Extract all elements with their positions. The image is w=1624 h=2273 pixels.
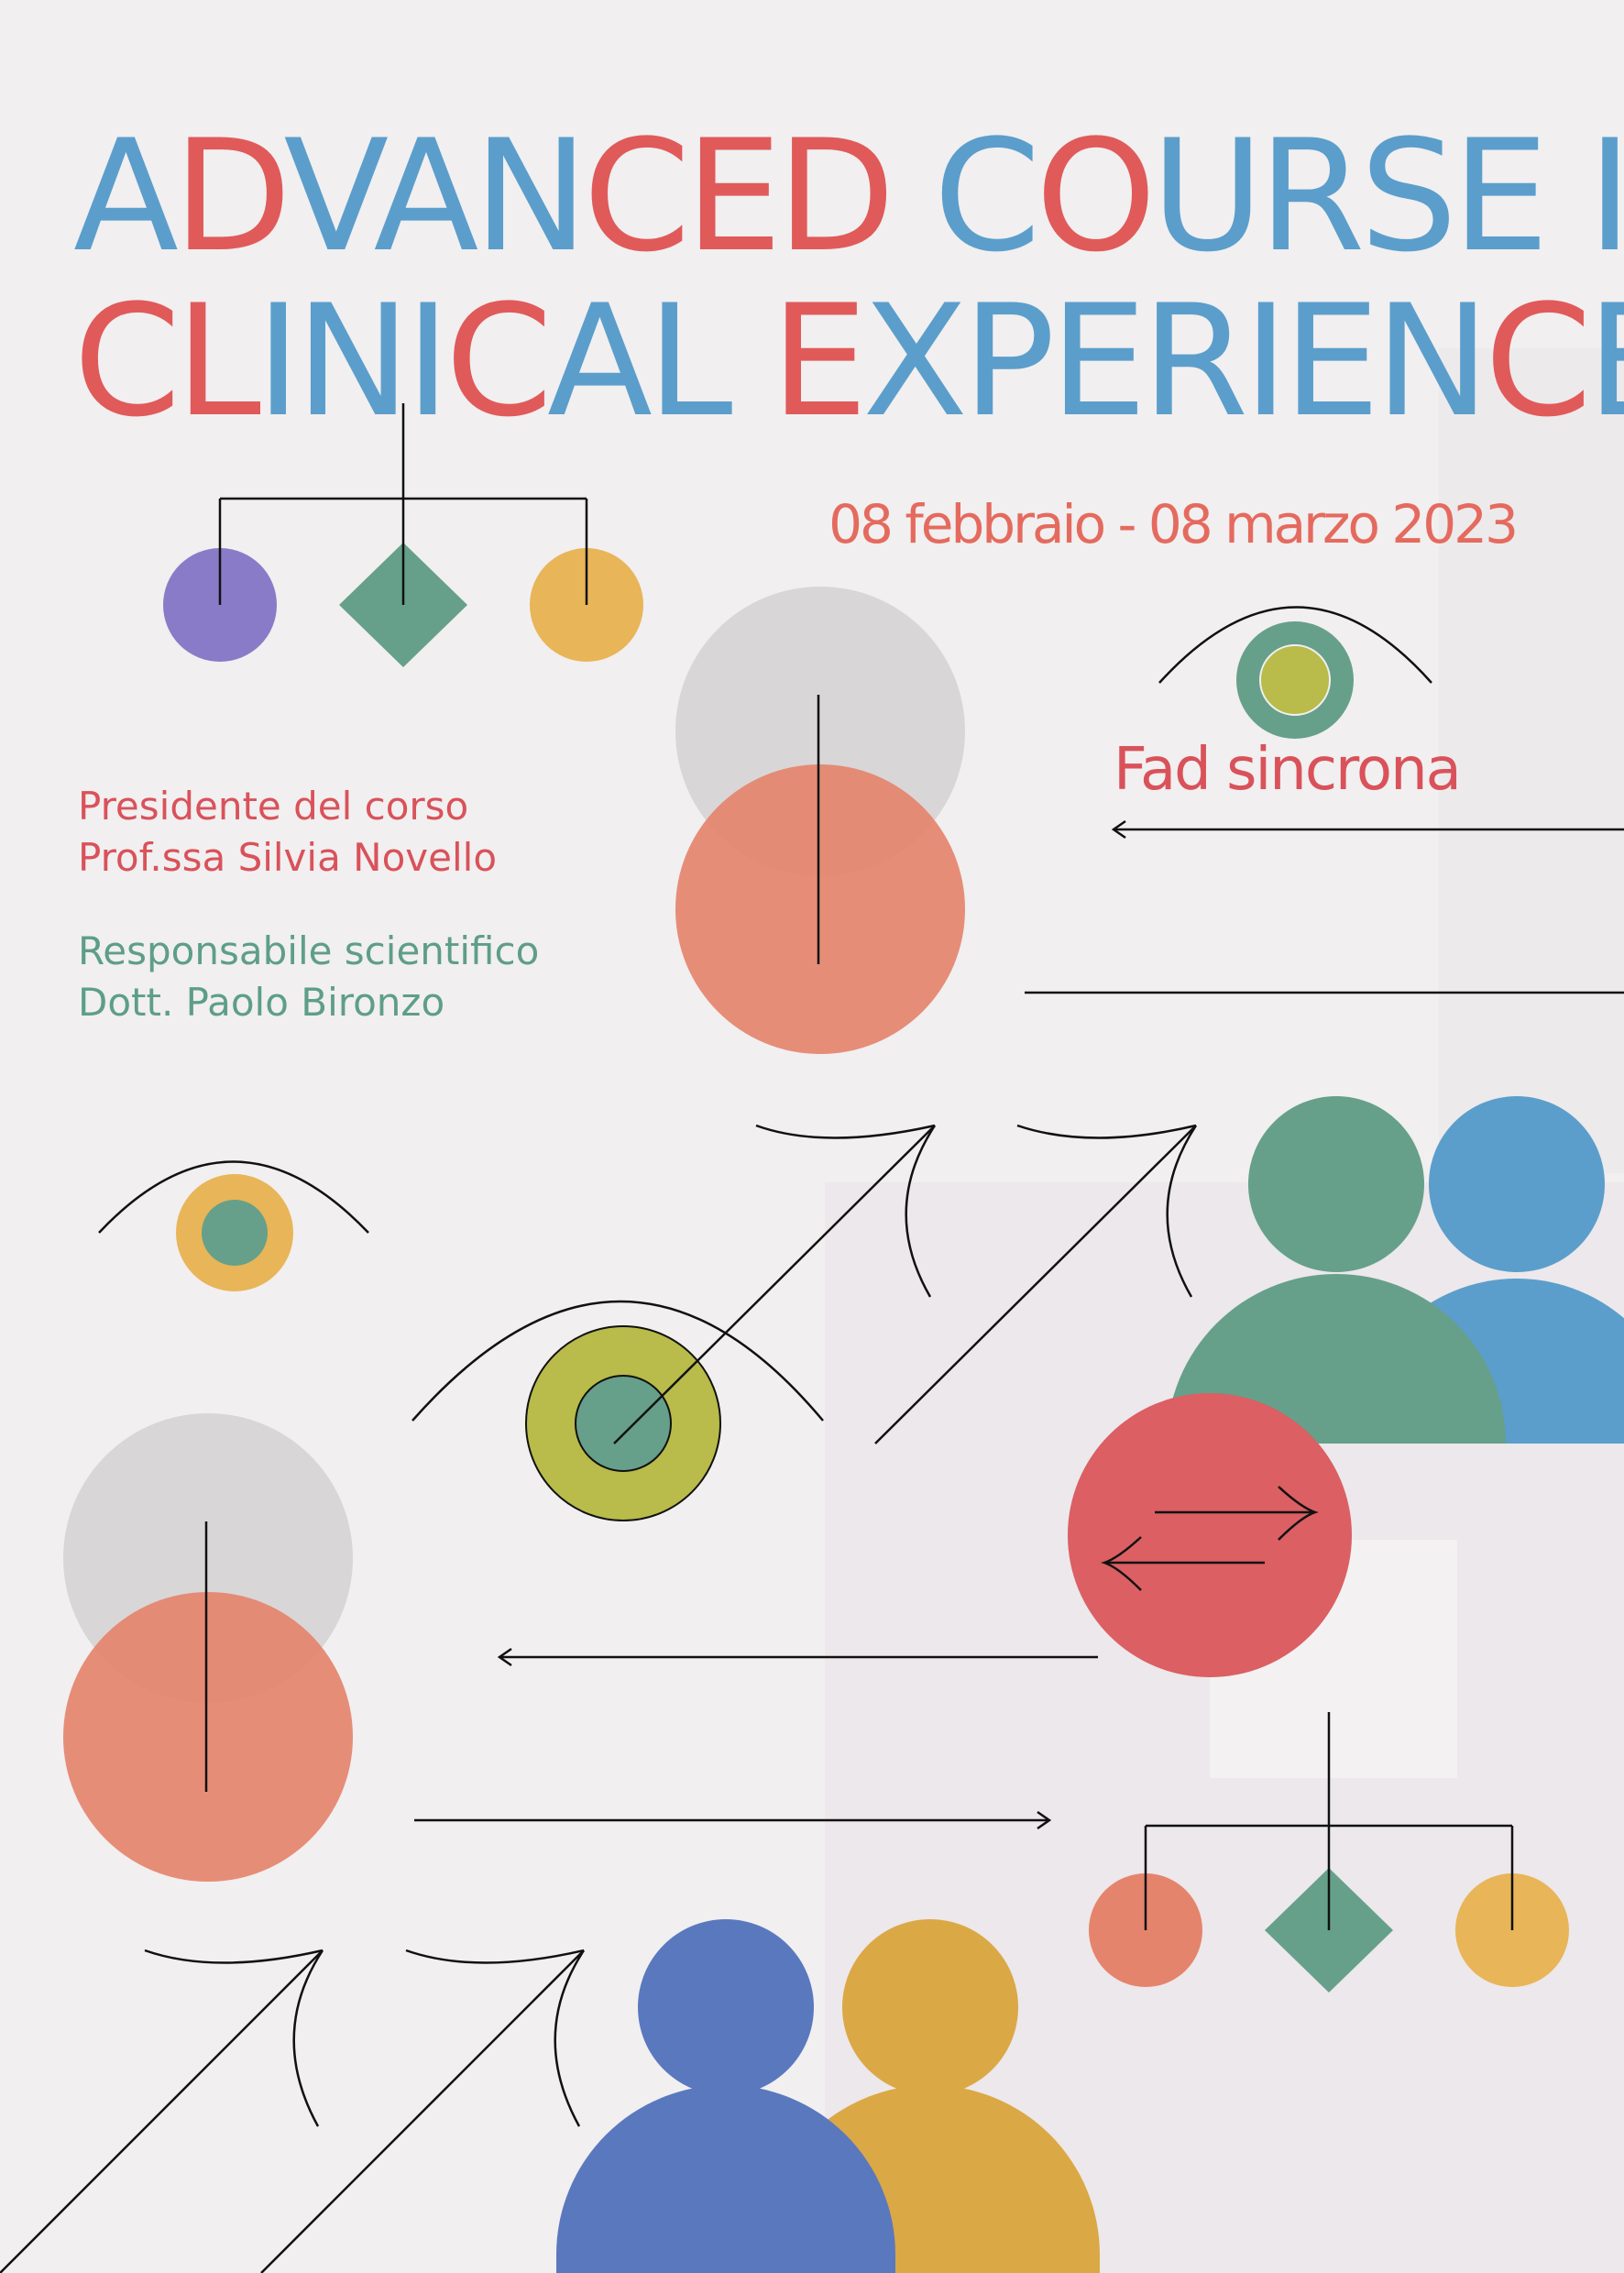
arrow-up-right-icon bbox=[874, 1124, 1198, 1444]
arrow-left-icon bbox=[1111, 819, 1624, 840]
hierarchy-diagram-bottom bbox=[1089, 1712, 1569, 1993]
arrow-up-right-icon bbox=[613, 1124, 937, 1444]
eye-icon bbox=[1158, 606, 1432, 739]
eye-icon bbox=[98, 1160, 369, 1291]
title-segment: C bbox=[889, 106, 1040, 286]
overlapping-circles-top bbox=[675, 587, 965, 1054]
title-segment: E bbox=[770, 271, 868, 451]
arrow-up-right-icon bbox=[0, 1949, 324, 2273]
president-name: Prof.ssa Silvia Novello bbox=[78, 835, 498, 880]
hierarchy-diagram-top bbox=[163, 403, 643, 667]
title-segment: URSE IN bbox=[1150, 106, 1624, 286]
scientific-role: Responsabile scientifico bbox=[78, 928, 540, 973]
coral-circle bbox=[675, 764, 965, 1054]
title-segment: C bbox=[444, 271, 553, 451]
title-segment: E bbox=[1586, 271, 1624, 451]
arrow-left-icon bbox=[497, 1647, 1098, 1667]
title-segment: CL bbox=[73, 271, 261, 451]
course-mode: Fad sincrona bbox=[1114, 736, 1462, 804]
course-dates: 08 febbraio - 08 marzo 2023 bbox=[828, 493, 1519, 555]
title-segment: INI bbox=[255, 271, 451, 451]
title-segment: A bbox=[73, 106, 179, 286]
title-line-2: CLINICAL EXPERIENCE bbox=[73, 284, 1624, 438]
exchange-circle bbox=[1068, 1393, 1352, 1677]
title-segment: VAN bbox=[283, 106, 588, 286]
scientific-block: Responsabile scientifico Dott. Paolo Bir… bbox=[78, 926, 539, 1028]
title-segment: XPERIEN bbox=[862, 271, 1490, 451]
title-segment: C bbox=[1484, 271, 1592, 451]
people-icon bbox=[556, 1919, 1100, 2273]
title-segment: O bbox=[1035, 106, 1157, 286]
title-segment: CED bbox=[583, 106, 895, 286]
scientific-name: Dott. Paolo Bironzo bbox=[78, 980, 445, 1025]
president-role: Presidente del corso bbox=[78, 784, 469, 829]
large-eye-icon bbox=[411, 1300, 824, 1521]
president-block: Presidente del corso Prof.ssa Silvia Nov… bbox=[78, 781, 497, 884]
overlapping-circles-left bbox=[63, 1413, 353, 1882]
title-segment: D bbox=[172, 106, 289, 286]
exchange-arrows-icon bbox=[1101, 1486, 1319, 1591]
arrow-up-right-icon bbox=[260, 1949, 586, 2273]
title-line-1: ADVANCED COURSE IN bbox=[73, 119, 1624, 273]
coral-circle bbox=[63, 1592, 353, 1882]
bg-panel bbox=[1439, 348, 1624, 1173]
arrow-right-icon bbox=[414, 1810, 1052, 1830]
title-segment: AL bbox=[546, 271, 771, 451]
